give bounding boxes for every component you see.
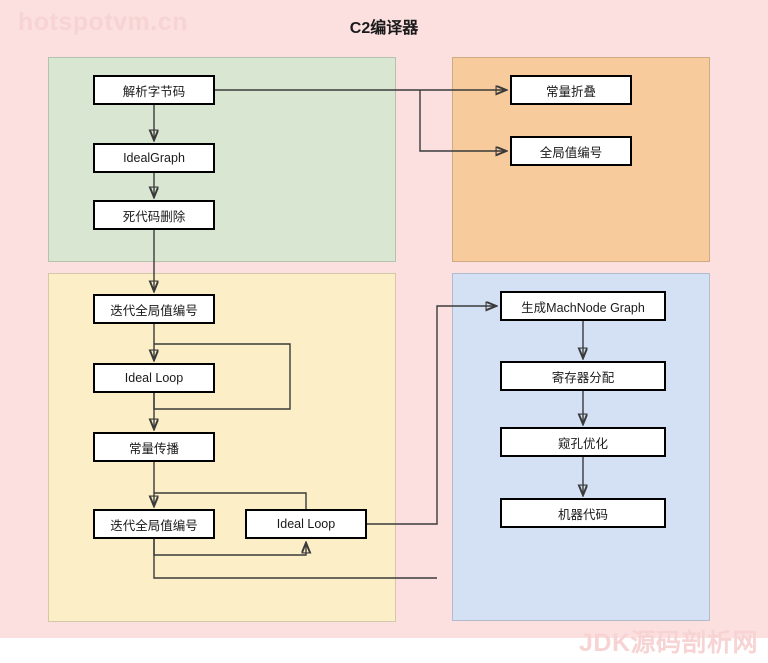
node-label: 窥孔优化 xyxy=(557,436,608,451)
node-const_prop[interactable]: 常量传播 xyxy=(93,432,215,462)
node-label: 迭代全局值编号 xyxy=(110,518,198,533)
node-label: 机器代码 xyxy=(557,507,608,522)
node-dead_code_elim[interactable]: 死代码删除 xyxy=(93,200,215,230)
node-label: 生成MachNode Graph xyxy=(521,300,645,315)
node-ideal_graph[interactable]: IdealGraph xyxy=(93,143,215,173)
node-peephole[interactable]: 窥孔优化 xyxy=(500,427,666,457)
node-label: 寄存器分配 xyxy=(551,370,615,385)
node-label: 解析字节码 xyxy=(122,84,186,99)
node-label: 迭代全局值编号 xyxy=(110,303,198,318)
node-label: Ideal Loop xyxy=(276,517,336,531)
node-label: 全局值编号 xyxy=(539,145,603,160)
watermark-jdk: JDK源码剖析网 xyxy=(578,629,758,657)
node-mach_node_graph[interactable]: 生成MachNode Graph xyxy=(500,291,666,321)
node-label: IdealGraph xyxy=(123,151,185,165)
page-title: C2编译器 xyxy=(349,20,419,37)
node-label: 常量传播 xyxy=(128,441,179,456)
node-machine_code[interactable]: 机器代码 xyxy=(500,498,666,528)
node-iter_gvn_2[interactable]: 迭代全局值编号 xyxy=(93,509,215,539)
node-label: Ideal Loop xyxy=(124,371,184,385)
node-register_alloc[interactable]: 寄存器分配 xyxy=(500,361,666,391)
node-parse_bytecode[interactable]: 解析字节码 xyxy=(93,75,215,105)
node-iter_gvn_1[interactable]: 迭代全局值编号 xyxy=(93,294,215,324)
watermark-hotspotvm: hotspotvm.cn xyxy=(18,8,188,36)
node-global_value_num[interactable]: 全局值编号 xyxy=(510,136,632,166)
node-ideal_loop_2[interactable]: Ideal Loop xyxy=(245,509,367,539)
node-label: 死代码删除 xyxy=(122,209,186,224)
node-label: 常量折叠 xyxy=(545,84,596,99)
node-ideal_loop_1[interactable]: Ideal Loop xyxy=(93,363,215,393)
node-const_fold[interactable]: 常量折叠 xyxy=(510,75,632,105)
